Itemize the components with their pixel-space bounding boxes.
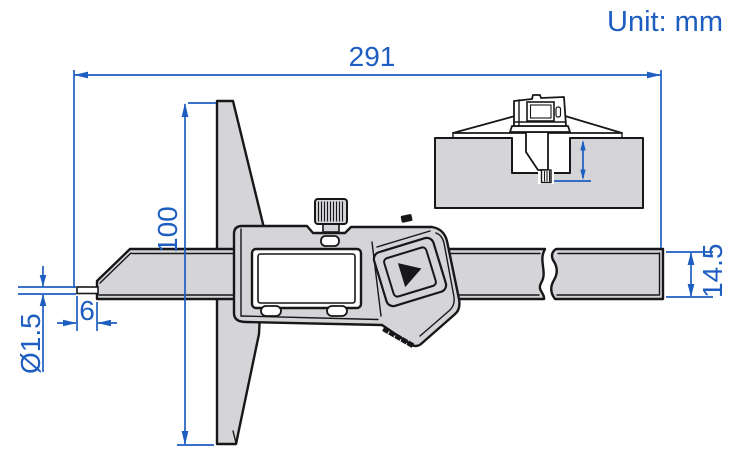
dimension-overall-length: 291 — [73, 41, 662, 288]
play-triangle-icon — [397, 263, 422, 288]
inset-foot — [509, 125, 571, 133]
dimension-base-height: 100 — [152, 102, 216, 446]
dimension-rod-diameter: Ø1.5 — [15, 266, 76, 374]
function-button-right[interactable] — [326, 305, 348, 317]
lcd-display — [250, 247, 363, 310]
caliper-body — [232, 198, 461, 348]
inset-probe — [525, 131, 549, 171]
triangle-button-pad[interactable] — [372, 236, 448, 308]
thumb-grip-serrations — [382, 326, 415, 348]
inset-body — [513, 94, 567, 127]
caliper-side-view — [76, 99, 665, 446]
main-beam-right — [550, 247, 665, 301]
function-button-left[interactable] — [260, 305, 282, 317]
dimension-rod-length: 6 — [57, 295, 117, 331]
top-face-button[interactable] — [320, 235, 340, 247]
dimension-rod-diameter-label: Ø1.5 — [15, 313, 46, 374]
thumb-lock-screw[interactable] — [314, 198, 348, 225]
dimension-beam-width-label: 14.5 — [697, 244, 728, 299]
dimension-rod-length-label: 6 — [79, 295, 95, 326]
dimension-beam-width: 14.5 — [666, 244, 728, 299]
usage-inset — [434, 94, 644, 209]
dimension-base-height-label: 100 — [152, 206, 183, 253]
inset-depth-dimension — [554, 140, 591, 182]
measuring-rod — [76, 286, 99, 295]
unit-note: Unit: mm — [607, 6, 723, 38]
dimension-overall-length-label: 291 — [349, 41, 396, 72]
head-edge-button[interactable] — [400, 214, 413, 223]
inset-rod-tip — [540, 169, 552, 184]
